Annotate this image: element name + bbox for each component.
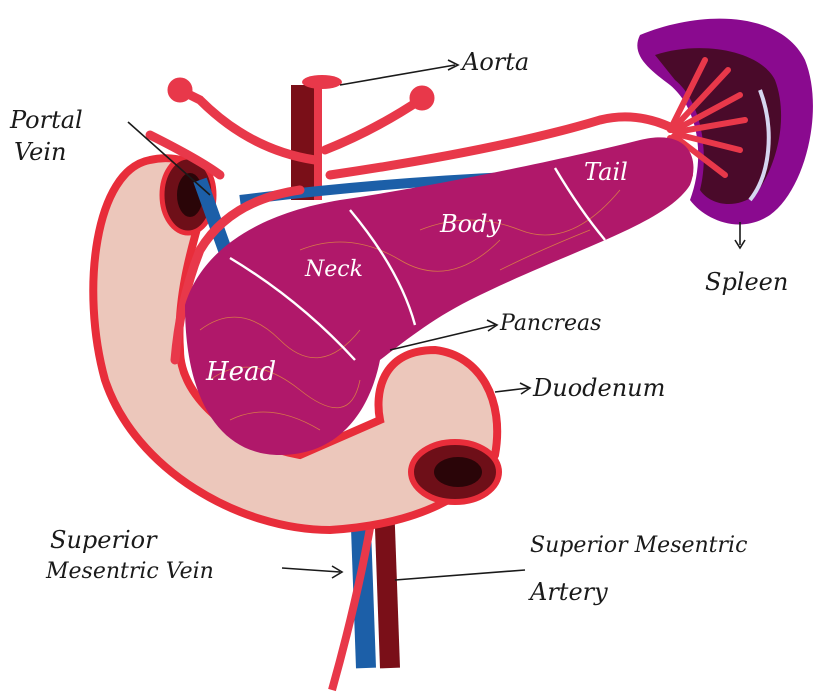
pancreas-label: Pancreas xyxy=(499,311,601,336)
smv-label-line1: Superior xyxy=(50,526,158,554)
aorta xyxy=(302,75,342,200)
smv-label-line2: Mesentric Vein xyxy=(45,559,214,584)
region-body-label: Body xyxy=(439,210,501,238)
portal-vein-label-line1: Portal xyxy=(9,106,83,134)
aorta-label: Aorta xyxy=(460,48,529,76)
sma-label-line1: Superior Mesentric xyxy=(530,533,747,558)
duodenum-label: Duodenum xyxy=(532,374,665,402)
sma-label-line2: Artery xyxy=(528,578,608,606)
spleen-label: Spleen xyxy=(705,268,788,296)
region-head-label: Head xyxy=(205,357,276,387)
region-neck-label: Neck xyxy=(304,257,363,282)
portal-vein-label-line2: Vein xyxy=(14,138,66,166)
region-tail-label: Tail xyxy=(584,158,628,186)
